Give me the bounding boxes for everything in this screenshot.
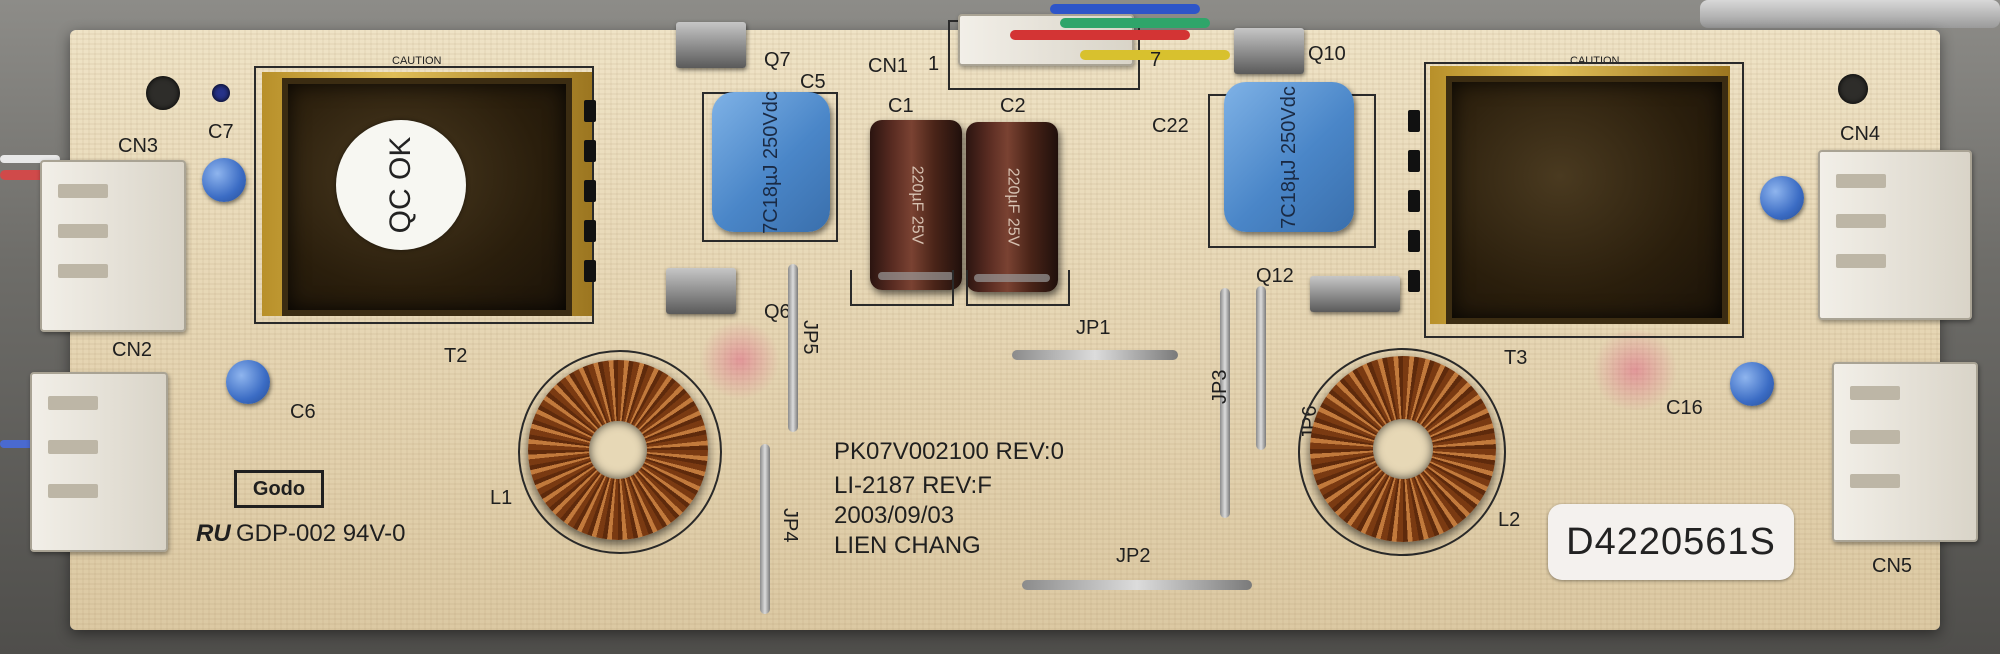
board-part-number: PK07V002100 REV:0 (834, 438, 1064, 465)
cn4-label: CN4 (1840, 123, 1881, 145)
wire-left-red (0, 170, 60, 180)
mounting-hole-left (146, 76, 180, 110)
c7-label: C7 (208, 121, 234, 143)
t2-pin (584, 100, 596, 122)
wire-left-blue (0, 440, 40, 448)
c2-label: C2 (1000, 95, 1026, 117)
t3-pin (1408, 230, 1420, 252)
ul-recognition-mark: RU (196, 520, 231, 547)
jp3-jumper (1220, 288, 1230, 518)
c5-film-capacitor: 7C18µJ 250Vdc (712, 91, 830, 233)
jp5-jumper (788, 264, 798, 432)
jp4-jumper (760, 444, 770, 614)
cn1-pin1-label: 1 (928, 53, 940, 75)
c6-ceramic-capacitor (226, 360, 270, 404)
cn1-wire-green (1060, 18, 1210, 28)
cn1-pin7-label: 7 (1150, 49, 1162, 71)
t2-pin (584, 260, 596, 282)
l2-label: L2 (1498, 509, 1521, 531)
q6-label: Q6 (764, 301, 791, 323)
c1-label: C1 (888, 95, 914, 117)
cn1-wire-red (1010, 30, 1190, 40)
t2-pin (584, 140, 596, 162)
cn2-connector (30, 372, 168, 552)
wire-left-white (0, 155, 60, 163)
manufacturer-logo: Godo (234, 470, 324, 508)
l1-label: L1 (490, 487, 513, 509)
jp2-label: JP2 (1116, 545, 1151, 567)
t3-pin (1408, 110, 1420, 132)
serial-number-sticker: D4220561S (1548, 504, 1794, 580)
q7-transistor (676, 22, 746, 68)
cn3-connector (40, 160, 186, 332)
t3-label: T3 (1504, 347, 1528, 369)
c7-ceramic-capacitor (202, 158, 246, 202)
jp4-label: JP4 (779, 508, 801, 543)
q10-label: Q10 (1308, 43, 1346, 65)
t3-outline (1424, 62, 1744, 338)
jp6-jumper (1256, 286, 1266, 450)
t2-pin (584, 220, 596, 242)
jp3-label: JP3 (1209, 369, 1231, 404)
l1-outline (518, 350, 722, 554)
cn1-wire-blue (1050, 4, 1200, 14)
jp1-label: JP1 (1076, 317, 1111, 339)
c16-label: C16 (1666, 397, 1703, 419)
board-model: LI-2187 REV:F (834, 472, 992, 499)
jp1-jumper (1012, 350, 1178, 360)
t2-label: T2 (444, 345, 468, 367)
board-rating: GDP-002 94V-0 (236, 520, 406, 547)
c22-film-capacitor: 7C18µJ 250Vdc (1224, 82, 1354, 232)
cn4-connector (1818, 150, 1972, 320)
cn1-wire-yellow (1080, 50, 1230, 60)
jp2-jumper (1022, 580, 1252, 590)
pink-marking (700, 320, 780, 400)
pink-marking (1590, 330, 1680, 410)
cn3-label: CN3 (118, 135, 159, 157)
c22-label: C22 (1152, 115, 1189, 137)
t3-pin (1408, 190, 1420, 212)
l1-toroid-inductor (528, 360, 708, 540)
board-date: 2003/09/03 (834, 502, 955, 529)
mounting-hole-small (212, 84, 230, 102)
caution-label-right: CAUTION (1570, 55, 1620, 67)
t3-transformer (1446, 76, 1728, 324)
c16-ceramic-capacitor (1730, 362, 1774, 406)
board-maker: LIEN CHANG (834, 532, 981, 559)
c5-label: C5 (800, 71, 826, 93)
caution-label-left: CAUTION (392, 55, 442, 67)
q6-transistor (666, 268, 736, 314)
qc-ok-sticker: QC OK (336, 120, 466, 250)
q12-transistor (1310, 276, 1400, 312)
c2-electrolytic-capacitor: 220µF 25V (966, 122, 1058, 292)
cn2-label: CN2 (112, 339, 153, 361)
wire-bundle-top-right (1700, 0, 2000, 28)
t3-pin (1408, 150, 1420, 172)
l2-outline (1298, 348, 1506, 556)
l2-toroid-inductor (1310, 356, 1496, 542)
cn5-connector (1832, 362, 1978, 542)
c1-electrolytic-capacitor: 220µF 25V (870, 120, 962, 290)
cn1-label: CN1 (868, 55, 909, 77)
q10-transistor (1234, 28, 1304, 74)
q7-label: Q7 (764, 49, 791, 71)
c6-label: C6 (290, 401, 316, 423)
mounting-hole-right (1838, 74, 1868, 104)
c16-upper-ceramic-capacitor (1760, 176, 1804, 220)
t3-pin (1408, 270, 1420, 292)
cn5-label: CN5 (1872, 555, 1913, 577)
q12-label: Q12 (1256, 265, 1294, 287)
c1-outline (850, 270, 954, 306)
c2-outline (966, 270, 1070, 306)
t2-pin (584, 180, 596, 202)
jp5-label: JP5 (799, 320, 821, 355)
